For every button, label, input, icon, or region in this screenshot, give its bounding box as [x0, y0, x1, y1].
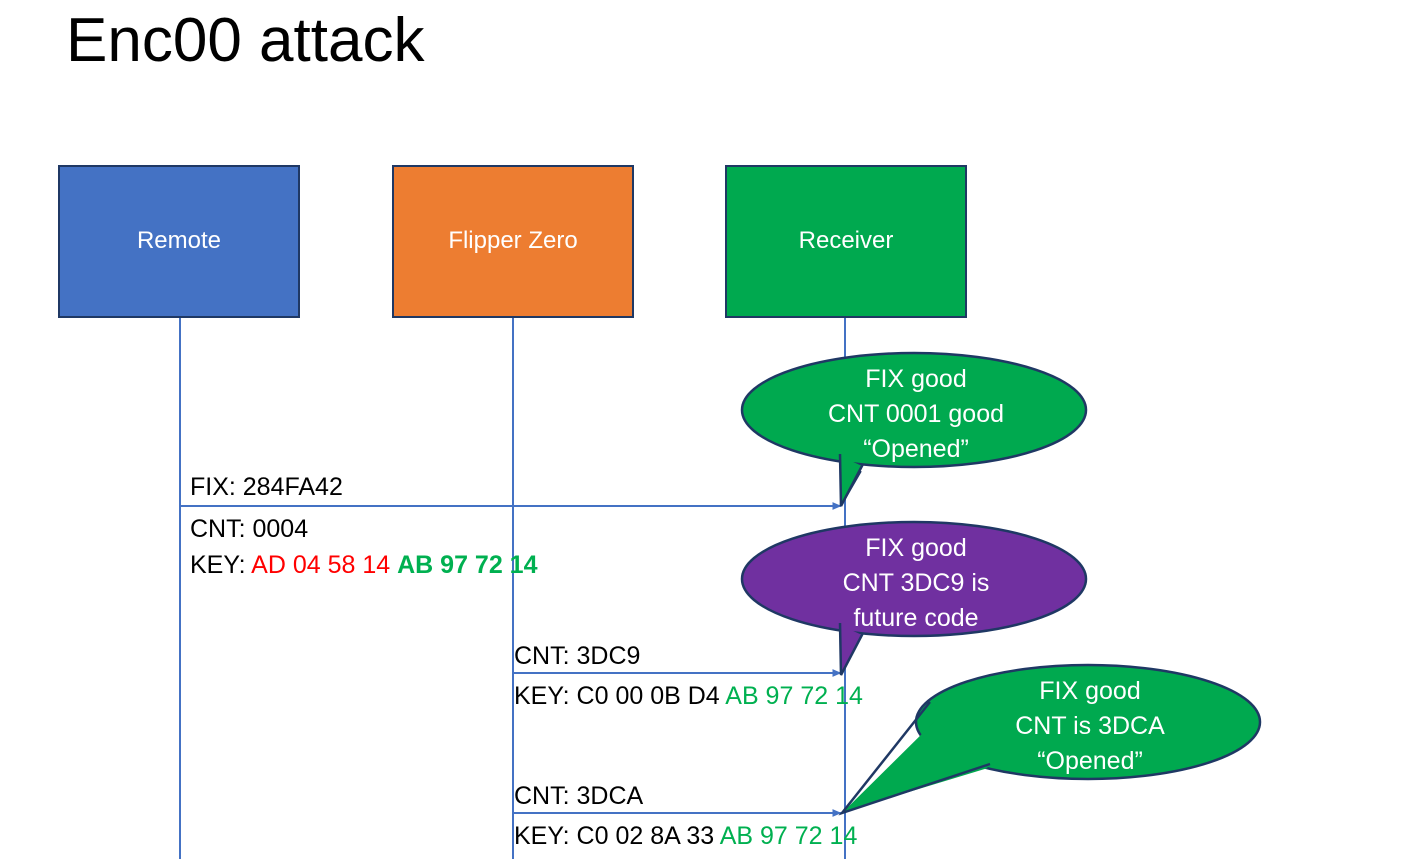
message-3-cnt-text: CNT: 3DCA [514, 782, 644, 810]
callout-1[interactable]: FIX good CNT 0001 good “Opened” [740, 350, 1092, 510]
message-2-cnt: CNT: 3DC9 [514, 639, 640, 673]
message-2-key-prefix: KEY: C0 00 0B D4 [514, 682, 720, 710]
message-2-cnt-text: CNT: 3DC9 [514, 642, 641, 670]
message-3-cnt: CNT: 3DCA [514, 779, 643, 813]
message-3-key-prefix: KEY: C0 02 8A 33 [514, 822, 715, 850]
message-1-key-red: AD 04 58 14 [251, 551, 391, 579]
message-1-cnt-text: CNT: 0004 [190, 515, 309, 543]
message-1-fix: FIX: 284FA42 [190, 470, 343, 504]
message-3-key: KEY: C0 02 8A 33 AB 97 72 14 [514, 819, 857, 853]
message-1-key: KEY: AD 04 58 14 AB 97 72 14 [190, 548, 538, 582]
callout-3-shape [838, 663, 1262, 816]
actor-box-remote[interactable]: Remote [58, 165, 300, 318]
actor-label-remote: Remote [136, 227, 222, 255]
callout-3[interactable]: FIX good CNT is 3DCA “Opened” [838, 660, 1266, 825]
callout-1-shape [740, 351, 1088, 507]
message-1-cnt: CNT: 0004 [190, 512, 308, 546]
actor-label-flipper: Flipper Zero [448, 227, 578, 255]
message-1-key-prefix: KEY: [190, 551, 246, 579]
page-title: Enc00 attack [66, 6, 425, 75]
message-1-fix-text: FIX: 284FA42 [190, 473, 343, 501]
actor-label-receiver: Receiver [798, 227, 894, 255]
message-2-key-green: AB 97 72 14 [725, 682, 863, 710]
callout-2[interactable]: FIX good CNT 3DC9 is future code [740, 519, 1092, 679]
message-2-key: KEY: C0 00 0B D4 AB 97 72 14 [514, 679, 863, 713]
message-1-key-green: AB 97 72 14 [397, 551, 538, 579]
callout-2-shape [740, 520, 1088, 676]
actor-box-flipper[interactable]: Flipper Zero [392, 165, 634, 318]
message-3-key-green: AB 97 72 14 [719, 822, 858, 850]
actor-box-receiver[interactable]: Receiver [725, 165, 967, 318]
